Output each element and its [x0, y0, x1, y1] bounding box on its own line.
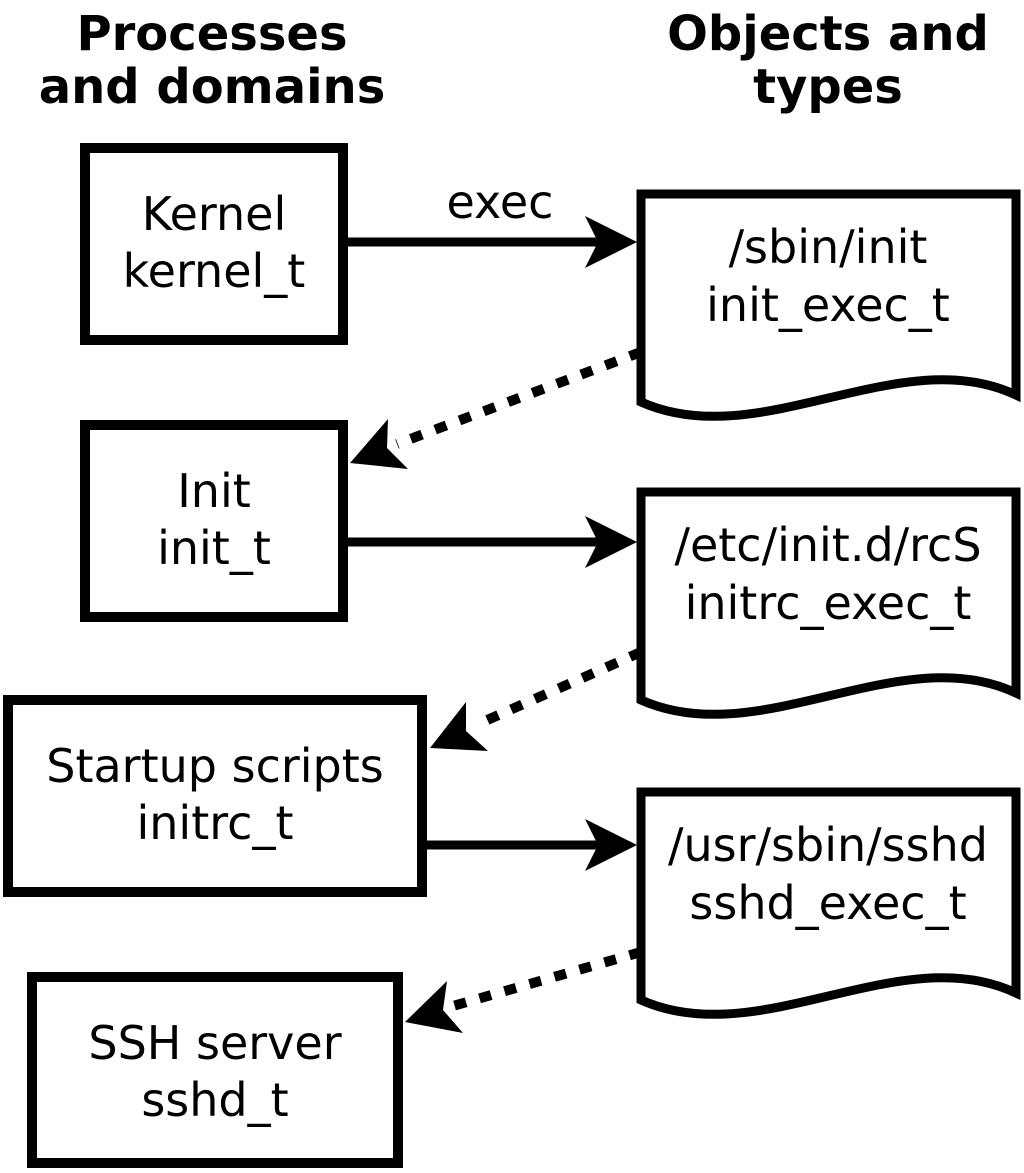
document-shape [636, 189, 1021, 421]
exec-arrow-kernel-to-sbin-init: exec [348, 175, 637, 268]
right-heading-line2: types [753, 59, 903, 115]
left-heading-line2: and domains [39, 59, 386, 115]
exec-arrow-head-icon [585, 216, 637, 268]
object-type: sshd_exec_t [689, 876, 966, 930]
object-path: /usr/sbin/sshd [668, 818, 988, 872]
process-node-init: Init init_t [80, 420, 348, 622]
process-type: initrc_t [137, 796, 294, 850]
exec-arrow-init-to-rcS [348, 516, 637, 568]
object-node-usr-sbin-sshd: /usr/sbin/sshd sshd_exec_t [636, 787, 1021, 1019]
transition-arrow-to-initrc [430, 647, 644, 751]
exec-arrow-initrc-to-sshd [427, 819, 637, 871]
transition-arrow-to-sshd [405, 947, 643, 1033]
left-column-heading: Processes and domains [39, 6, 386, 115]
process-type: sshd_t [141, 1073, 288, 1127]
object-node-etc-initd-rcS: /etc/init.d/rcS initrc_exec_t [636, 487, 1021, 719]
object-path: /etc/init.d/rcS [674, 518, 981, 572]
process-type: init_t [157, 521, 271, 575]
transition-arrow-to-init [350, 347, 643, 469]
transition-arrow-head-icon [350, 419, 408, 469]
process-box [27, 972, 403, 1168]
transition-arrow-line [451, 947, 643, 1011]
process-node-kernel: Kernel kernel_t [80, 143, 348, 345]
right-column-heading: Objects and types [667, 6, 989, 115]
document-shape [636, 787, 1021, 1019]
process-node-startup-scripts: Startup scripts initrc_t [3, 695, 427, 897]
right-heading-line1: Objects and [667, 6, 989, 62]
process-box [3, 695, 427, 897]
process-box [80, 420, 348, 622]
process-name: SSH server [88, 1016, 341, 1070]
process-name: Init [177, 464, 251, 518]
process-name: Startup scripts [46, 739, 384, 793]
object-path: /sbin/init [729, 220, 928, 274]
process-type: kernel_t [123, 244, 306, 298]
object-type: initrc_exec_t [685, 576, 972, 630]
exec-arrow-head-icon [585, 516, 637, 568]
process-node-ssh-server: SSH server sshd_t [27, 972, 403, 1168]
transition-arrow-line [473, 647, 644, 730]
document-shape [636, 487, 1021, 719]
exec-arrow-label: exec [447, 175, 554, 229]
object-type: init_exec_t [706, 278, 950, 332]
transition-arrow-head-icon [430, 702, 488, 751]
exec-arrow-head-icon [585, 819, 637, 871]
object-node-sbin-init: /sbin/init init_exec_t [636, 189, 1021, 421]
process-box [80, 143, 348, 345]
transition-arrow-head-icon [405, 981, 463, 1033]
left-heading-line1: Processes [76, 6, 347, 62]
process-name: Kernel [142, 187, 287, 241]
transition-arrow-line [395, 347, 643, 449]
